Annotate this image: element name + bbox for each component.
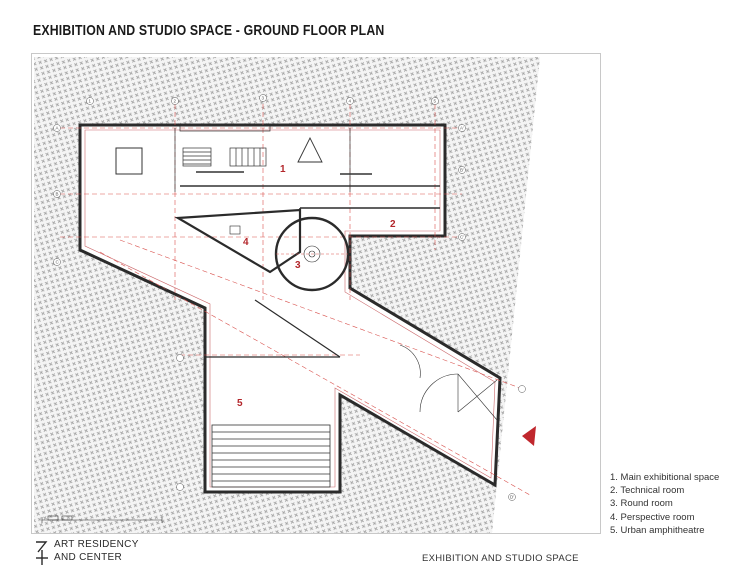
legend-item: 1. Main exhibitional space <box>610 472 720 483</box>
grid-label-left-c: C <box>56 260 60 265</box>
grid-label-right-b: B' <box>460 168 464 173</box>
grid-label-top-2: 2 <box>174 99 177 104</box>
legend-item: 2. Technical room <box>610 485 685 497</box>
grid-label-top-3: 3 <box>262 96 265 101</box>
room-2-walls <box>299 207 440 252</box>
door-swings <box>399 344 498 421</box>
grid-label-right-a: A' <box>460 126 464 131</box>
grid-label-right-d: D' <box>510 495 514 500</box>
north-arrow-icon <box>522 426 536 446</box>
grid-axis-markers <box>53 94 526 501</box>
legend-item: 5. Urban amphitheatre <box>610 524 705 536</box>
scale-bar-icon <box>41 515 163 523</box>
room-number-2: 2 <box>390 219 396 230</box>
legend-item: 3. Round room <box>610 498 673 510</box>
grid-label-left-a: A <box>56 126 59 131</box>
grid-labels: 1 2 3 4 5 A B C A' B' C' D' <box>56 96 515 500</box>
grid-label-top-1: 1 <box>89 99 92 104</box>
room-numbers: 1 2 3 4 5 <box>237 164 396 409</box>
room-legend: 1. Main exhibitional space 2. Technical … <box>610 471 719 537</box>
brand-line-1: ART RESIDENCY <box>54 539 139 550</box>
grid-label-right-c: C' <box>460 235 464 240</box>
brand-name: ART RESIDENCY AND CENTER <box>54 539 139 564</box>
room-number-1: 1 <box>280 164 286 175</box>
page-title: EXHIBITION AND STUDIO SPACE - GROUND FLO… <box>33 22 385 39</box>
grid-label-top-5: 5 <box>434 99 437 104</box>
brand-logo-icon <box>36 541 48 565</box>
footer-caption: EXHIBITION AND STUDIO SPACE <box>422 553 579 564</box>
room-number-5: 5 <box>237 398 243 409</box>
legend-item: 4. Perspective room <box>610 511 695 523</box>
brand-line-2: AND CENTER <box>54 551 123 563</box>
grid-label-left-b: B <box>56 192 59 197</box>
room-3-round <box>274 216 350 292</box>
corridor-walls <box>79 249 341 358</box>
room-number-3: 3 <box>295 260 301 271</box>
room-number-4: 4 <box>243 237 249 248</box>
drawing-sheet-border <box>31 53 601 534</box>
grid-label-top-4: 4 <box>349 99 352 104</box>
room-5-amphitheatre-steps <box>211 424 331 488</box>
room-1-details <box>115 125 440 192</box>
